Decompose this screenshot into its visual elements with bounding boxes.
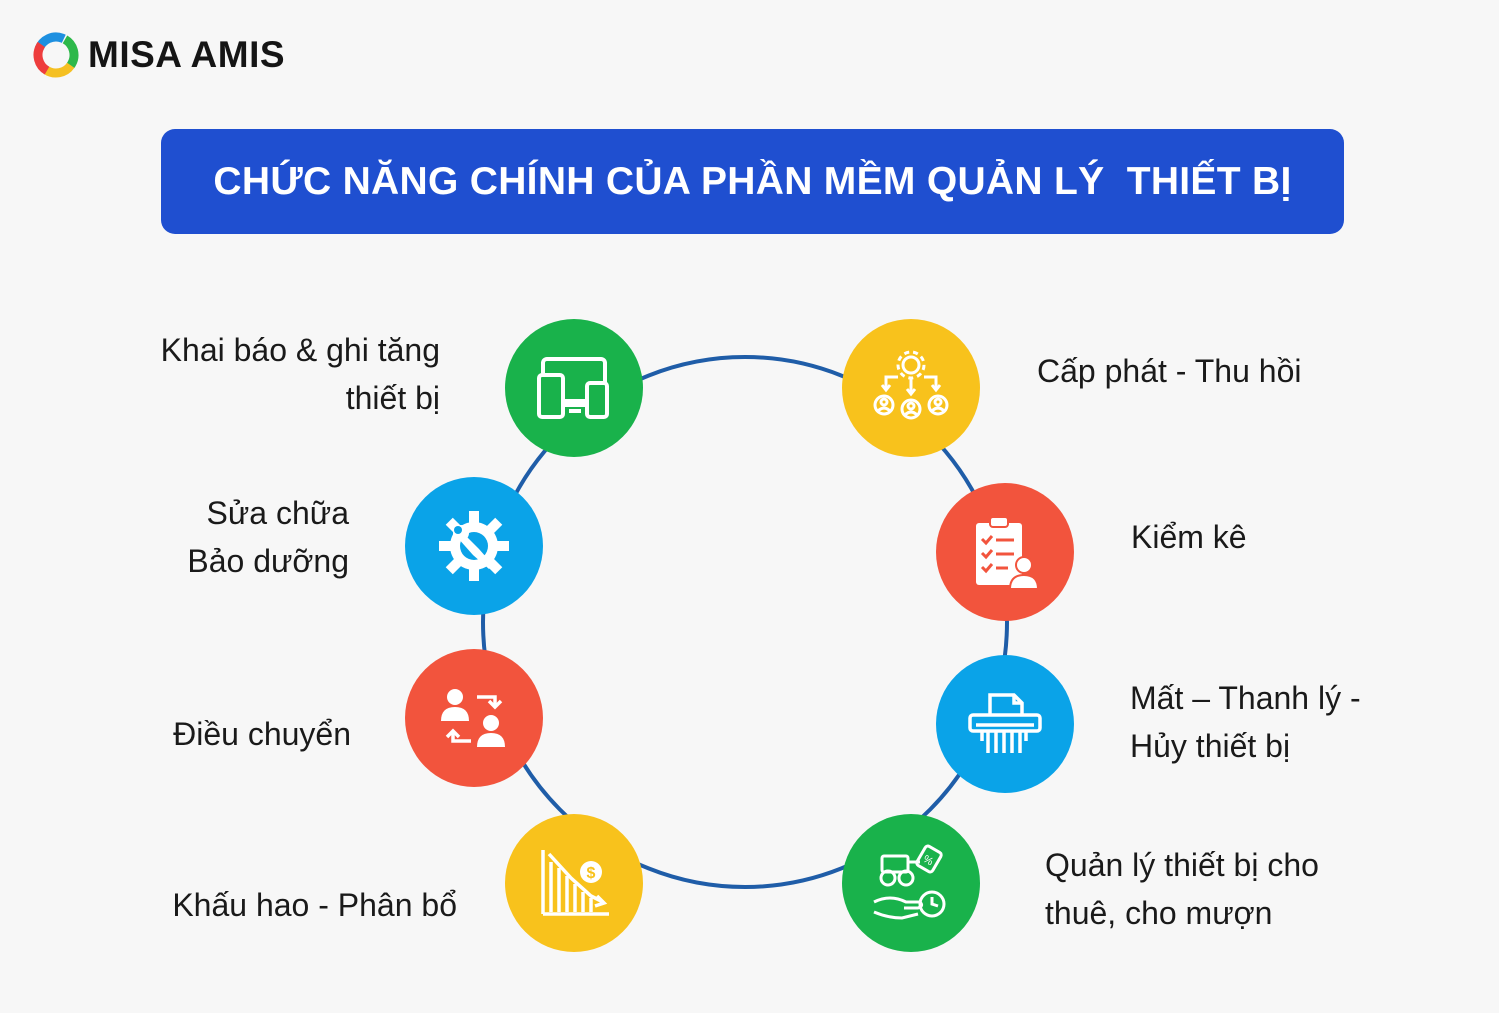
- label-line: Sửa chữa: [206, 495, 349, 531]
- node-kiem-ke: [936, 483, 1074, 621]
- node-cap-phat: [842, 319, 980, 457]
- label-line: Mất – Thanh lý -: [1130, 680, 1361, 716]
- gear-wrench-icon: [439, 511, 509, 581]
- label-thanh-ly: Mất – Thanh lý - Hủy thiết bị: [1130, 674, 1361, 770]
- label-line: thiết bị: [345, 380, 440, 416]
- brand-logo: MISA AMIS: [32, 30, 285, 80]
- node-sua-chua: [405, 477, 543, 615]
- rental-hand-icon: %: [873, 844, 946, 920]
- label-line: Khai báo & ghi tăng: [160, 332, 440, 368]
- depreciation-chart-icon: $: [541, 850, 609, 916]
- title-banner: CHỨC NĂNG CHÍNH CỦA PHẦN MỀM QUẢN LÝ THI…: [161, 129, 1344, 234]
- label-dieu-chuyen: Điều chuyển: [173, 710, 351, 758]
- label-line: Hủy thiết bị: [1130, 728, 1291, 764]
- node-khai-bao: [505, 319, 643, 457]
- label-line: Bảo dưỡng: [187, 543, 349, 579]
- label-line: Kiểm kê: [1131, 519, 1247, 555]
- label-line: Cấp phát - Thu hồi: [1037, 353, 1302, 389]
- shredder-icon: [968, 693, 1042, 753]
- node-khau-hao: $: [505, 814, 643, 952]
- allocation-gear-icon: [873, 350, 949, 420]
- node-cho-thue: %: [842, 814, 980, 952]
- label-line: thuê, cho mượn: [1045, 895, 1273, 931]
- label-khau-hao: Khấu hao - Phân bổ: [172, 881, 457, 929]
- label-kiem-ke: Kiểm kê: [1131, 513, 1247, 561]
- label-line: Khấu hao - Phân bổ: [172, 887, 457, 923]
- devices-icon: [537, 357, 609, 419]
- checklist-clipboard-icon: [976, 516, 1040, 590]
- misa-amis-logo-icon: [33, 32, 79, 78]
- node-dieu-chuyen: [405, 649, 543, 787]
- label-khai-bao: Khai báo & ghi tăng thiết bị: [161, 326, 440, 422]
- svg-text:$: $: [587, 865, 596, 882]
- label-cho-thue: Quản lý thiết bị cho thuê, cho mượn: [1045, 841, 1319, 937]
- label-sua-chua: Sửa chữa Bảo dưỡng: [187, 489, 349, 585]
- svg-text:%: %: [921, 853, 936, 868]
- page-title: CHỨC NĂNG CHÍNH CỦA PHẦN MỀM QUẢN LÝ THI…: [213, 159, 1292, 203]
- label-line: Quản lý thiết bị cho: [1045, 847, 1319, 883]
- label-line: Điều chuyển: [173, 716, 351, 752]
- transfer-users-icon: [441, 689, 505, 747]
- label-cap-phat: Cấp phát - Thu hồi: [1037, 347, 1301, 395]
- brand-name: MISA AMIS: [88, 34, 286, 75]
- node-thanh-ly: [936, 655, 1074, 793]
